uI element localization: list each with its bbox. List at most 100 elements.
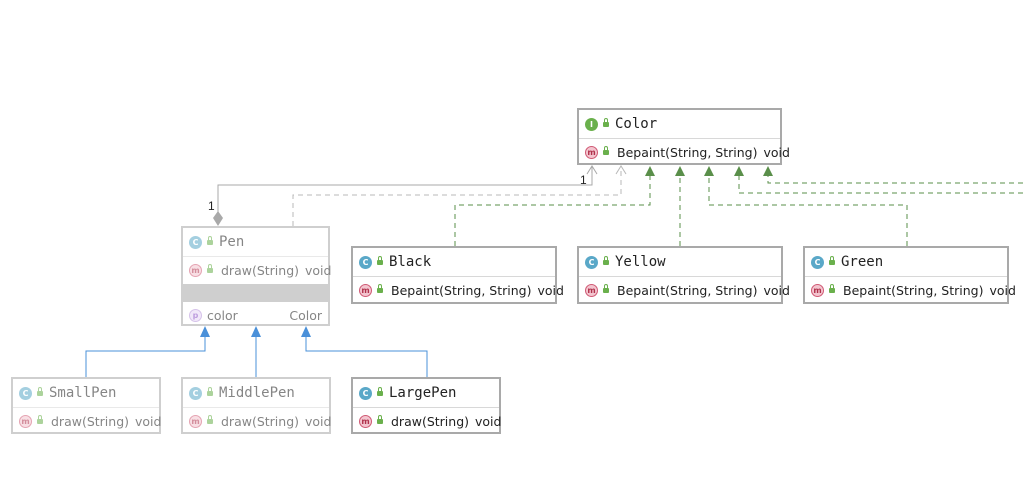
public-lock-icon (207, 264, 213, 273)
association-arrowhead (586, 165, 598, 175)
inheritance-largepen (305, 337, 428, 377)
method-return-type: void (305, 414, 332, 429)
public-lock-icon (829, 255, 835, 265)
inheritance-arrow-smallpen (200, 326, 210, 337)
class-icon: C (189, 235, 202, 249)
class-color[interactable]: I Color m Bepaint(String, String) void (577, 108, 790, 166)
class-name: SmallPen (49, 385, 117, 401)
method-signature: Bepaint(String, String) (843, 283, 984, 298)
class-name: MiddlePen (219, 385, 295, 401)
method-row[interactable]: m Bepaint(String, String) void (579, 277, 790, 304)
public-lock-icon (37, 386, 43, 396)
method-icon: m (189, 264, 202, 277)
public-lock-icon (207, 235, 213, 245)
class-header: C Black (353, 248, 555, 277)
class-middlepen[interactable]: C MiddlePen m draw(String) void (181, 377, 331, 434)
public-lock-icon (207, 386, 213, 396)
method-row[interactable]: m Bepaint(String, String) void (353, 277, 564, 304)
method-return-type: void (989, 283, 1016, 298)
method-icon: m (811, 284, 824, 297)
field-type: Color (289, 308, 322, 323)
public-lock-icon (207, 415, 213, 424)
class-pen[interactable]: C Pen m draw(String) void p color Color (181, 226, 332, 329)
class-icon: C (359, 386, 372, 400)
method-return-type: void (135, 414, 162, 429)
class-yellow[interactable]: C Yellow m Bepaint(String, String) void (577, 246, 790, 304)
method-icon: m (585, 146, 598, 159)
class-largepen[interactable]: C LargePen m draw(String) void (351, 377, 501, 434)
method-row[interactable]: m draw(String) void (13, 408, 162, 435)
inheritance-arrow-largepen (301, 326, 311, 337)
method-signature: Bepaint(String, String) (391, 283, 532, 298)
class-name: Black (389, 254, 432, 270)
field-name: color (207, 308, 238, 323)
method-return-type: void (305, 263, 332, 278)
class-name: Pen (219, 234, 245, 250)
public-lock-icon (603, 284, 609, 293)
multiplicity-pen: 1 (208, 199, 215, 213)
method-return-type: void (475, 414, 502, 429)
class-name: Yellow (615, 254, 666, 270)
class-header: C Yellow (579, 248, 781, 277)
class-icon: C (189, 386, 202, 400)
multiplicity-color: 1 (580, 173, 587, 187)
aggregation-diamond (213, 211, 223, 226)
method-signature: draw(String) (391, 414, 470, 429)
interface-icon: I (585, 117, 598, 131)
method-signature: Bepaint(String, String) (617, 145, 758, 160)
method-row[interactable]: m Bepaint(String, String) void (579, 139, 790, 166)
method-signature: draw(String) (221, 263, 300, 278)
section-separator (183, 284, 328, 302)
realization-arrow-green (704, 166, 714, 176)
class-black[interactable]: C Black m Bepaint(String, String) void (351, 246, 564, 304)
public-lock-icon (377, 255, 383, 265)
method-icon: m (189, 415, 202, 428)
method-signature: draw(String) (51, 414, 130, 429)
realization-green (708, 176, 908, 246)
method-row[interactable]: m draw(String) void (183, 408, 332, 435)
class-header: C MiddlePen (183, 379, 329, 408)
realization-offscreen-2 (767, 176, 1023, 184)
class-smallpen[interactable]: C SmallPen m draw(String) void (11, 377, 161, 434)
method-icon: m (359, 415, 372, 428)
class-header: C LargePen (353, 379, 499, 408)
method-row[interactable]: m draw(String) void (353, 408, 502, 435)
class-header: C Pen (183, 228, 328, 257)
class-name: Color (615, 116, 658, 132)
realization-arrow-black (645, 166, 655, 176)
class-header: C SmallPen (13, 379, 159, 408)
method-return-type: void (537, 283, 564, 298)
field-row[interactable]: p color Color (183, 302, 328, 329)
class-header: I Color (579, 110, 780, 139)
realization-black (454, 176, 651, 246)
class-icon: C (585, 255, 598, 269)
method-signature: draw(String) (221, 414, 300, 429)
method-icon: m (19, 415, 32, 428)
public-lock-icon (829, 284, 835, 293)
public-lock-icon (603, 146, 609, 155)
method-icon: m (359, 284, 372, 297)
class-green[interactable]: C Green m Bepaint(String, String) void (803, 246, 1016, 304)
public-lock-icon (603, 255, 609, 265)
dependency-pen-color (292, 166, 622, 226)
method-row[interactable]: m draw(String) void (183, 257, 332, 284)
method-signature: Bepaint(String, String) (617, 283, 758, 298)
method-return-type: void (763, 145, 790, 160)
inheritance-smallpen (85, 337, 206, 377)
method-return-type: void (763, 283, 790, 298)
dependency-arrowhead (615, 165, 627, 175)
class-icon: C (811, 255, 824, 269)
class-name: Green (841, 254, 884, 270)
property-icon: p (189, 309, 202, 322)
public-lock-icon (377, 284, 383, 293)
inheritance-arrow-middlepen (251, 326, 261, 337)
public-lock-icon (37, 415, 43, 424)
class-header: C Green (805, 248, 1007, 277)
public-lock-icon (603, 117, 609, 127)
realization-arrow-offscreen-1 (734, 166, 744, 176)
public-lock-icon (377, 415, 383, 424)
method-row[interactable]: m Bepaint(String, String) void (805, 277, 1016, 304)
association-pen-color (217, 166, 593, 218)
realization-arrow-offscreen-2 (763, 166, 773, 176)
